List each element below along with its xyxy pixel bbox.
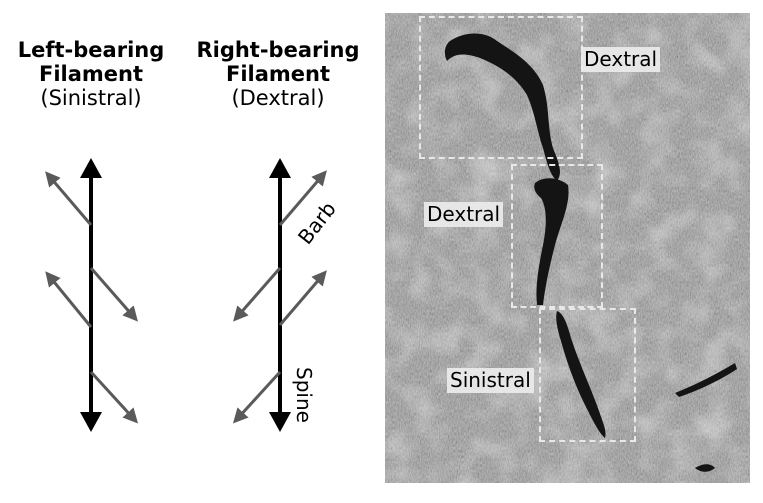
barb-arrow [232, 370, 282, 424]
barb-arrow [233, 267, 282, 322]
dextral-title: Right-bearing Filament (Dextral) [184, 38, 372, 110]
dextral-barbs [232, 170, 327, 424]
dextral-title-line1: Right-bearing [196, 38, 360, 62]
sinistral-title: Left-bearing Filament (Sinistral) [0, 38, 182, 110]
dextral-subtitle: (Dextral) [231, 86, 325, 110]
barb-arrow [45, 171, 93, 226]
barb-arrow [89, 370, 139, 424]
dextral-box-middle [511, 164, 603, 308]
filament-diagram [45, 158, 327, 432]
barb-arrow [278, 270, 327, 326]
solar-image-drawing [385, 13, 750, 483]
sinistral-subtitle: (Sinistral) [40, 86, 142, 110]
sinistral-barbs [45, 171, 139, 424]
label-dextral-top: Dextral [581, 47, 661, 72]
filament [444, 33, 737, 472]
barb-arrow [278, 170, 327, 226]
sinistral-spine [80, 158, 102, 432]
solar-image [385, 13, 750, 483]
sinistral-title-line1: Left-bearing [17, 38, 165, 62]
dextral-spine [269, 158, 291, 432]
spine-label: Spine [292, 367, 316, 423]
label-dextral-middle: Dextral [424, 202, 504, 227]
dextral-title-line2: Filament [225, 62, 331, 86]
barb-arrow [89, 267, 138, 322]
sinistral-title-line2: Filament [38, 62, 144, 86]
sinistral-box [539, 308, 636, 442]
barb-arrow [45, 271, 93, 328]
label-sinistral: Sinistral [447, 368, 534, 393]
dextral-box-top [419, 16, 583, 159]
